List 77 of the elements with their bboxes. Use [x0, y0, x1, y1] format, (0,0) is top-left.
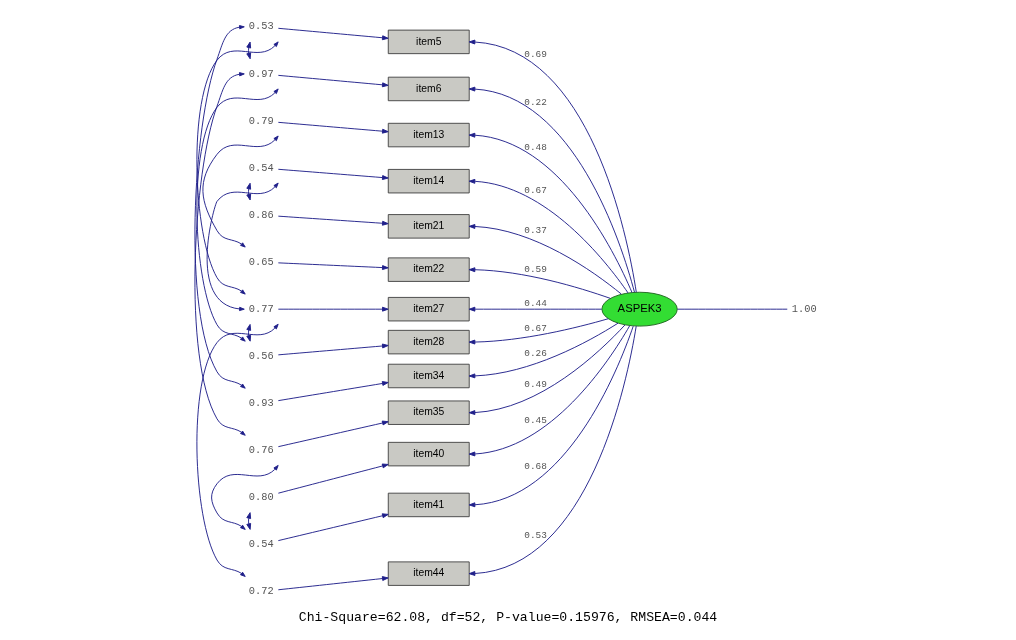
arrow — [194, 25, 246, 389]
arrow — [277, 513, 389, 542]
edge-label: 0.26 — [524, 348, 547, 360]
edge-label: 0.22 — [524, 96, 547, 108]
arrow — [211, 464, 279, 530]
node-text: 0.54 — [248, 538, 274, 551]
arrow — [196, 323, 279, 577]
edge-label: 0.67 — [524, 322, 547, 334]
edge-label: 0.44 — [524, 298, 547, 310]
arrow — [277, 121, 389, 134]
node-text: 0.65 — [248, 255, 274, 268]
arrow — [194, 72, 246, 436]
edge-label: 0.37 — [524, 224, 547, 236]
node-box: item21 — [387, 214, 470, 239]
node-text: 0.76 — [248, 443, 274, 456]
arrow — [468, 325, 631, 457]
node-box: item27 — [387, 296, 470, 322]
node-text: 0.53 — [248, 20, 274, 33]
node-text: 0.97 — [248, 67, 274, 80]
node-box: item5 — [387, 29, 470, 55]
node-text: 0.93 — [248, 396, 274, 409]
edge-label: 0.48 — [524, 142, 547, 154]
edge-label: 0.59 — [524, 264, 547, 276]
arrow — [468, 325, 637, 576]
node-box: item14 — [387, 168, 470, 194]
edge-label: 0.53 — [524, 529, 547, 541]
arrow — [468, 322, 619, 379]
arrow — [468, 306, 603, 312]
arrow — [277, 215, 389, 226]
arrow — [468, 178, 629, 294]
arrow — [196, 41, 279, 295]
node-box: item35 — [387, 400, 470, 425]
node-box: item28 — [387, 329, 470, 355]
arrow — [202, 135, 279, 248]
node-text: 0.80 — [248, 491, 274, 504]
arrow — [468, 86, 635, 293]
node-text: 0.56 — [248, 349, 274, 362]
connector — [677, 308, 788, 310]
arrow — [277, 420, 389, 448]
node-text: 0.72 — [248, 585, 274, 598]
arrow — [468, 224, 622, 295]
node-box: item34 — [387, 363, 470, 389]
node-box: item41 — [387, 492, 470, 518]
node-text: 0.86 — [248, 208, 274, 221]
arrow — [468, 132, 633, 293]
arrow — [468, 39, 637, 293]
arrow — [468, 325, 634, 508]
arrow — [277, 74, 389, 88]
node-box: item22 — [387, 257, 470, 282]
edge-label: 0.49 — [524, 379, 547, 391]
node-text: 0.77 — [248, 302, 274, 315]
arrow — [206, 182, 279, 312]
node-text: 1.00 — [791, 302, 817, 315]
arrow — [196, 88, 279, 342]
arrow — [277, 168, 389, 180]
arrow — [277, 381, 389, 402]
node-text: 0.54 — [248, 161, 274, 174]
node-box: item44 — [387, 561, 470, 586]
arrow — [468, 324, 626, 415]
node-text: 0.79 — [248, 114, 274, 127]
node-box: item40 — [387, 441, 470, 467]
node-box: item13 — [387, 122, 470, 148]
arrow — [468, 318, 609, 345]
arrow — [468, 267, 611, 299]
arrow — [277, 463, 389, 494]
arrow — [277, 306, 389, 312]
edge-label: 0.67 — [524, 185, 547, 197]
arrow — [277, 576, 389, 591]
edge-label: 0.45 — [524, 415, 547, 427]
node-ellipse: ASPEK3 — [601, 291, 678, 327]
node-box: item6 — [387, 76, 470, 102]
edge-label: 0.69 — [524, 48, 547, 60]
arrow — [277, 343, 389, 356]
edge-label: 0.68 — [524, 461, 547, 473]
arrow — [277, 262, 389, 271]
arrow — [277, 27, 389, 41]
caption: Chi-Square=62.08, df=52, P-value=0.15976, RMSEA=0.044 — [298, 609, 718, 625]
